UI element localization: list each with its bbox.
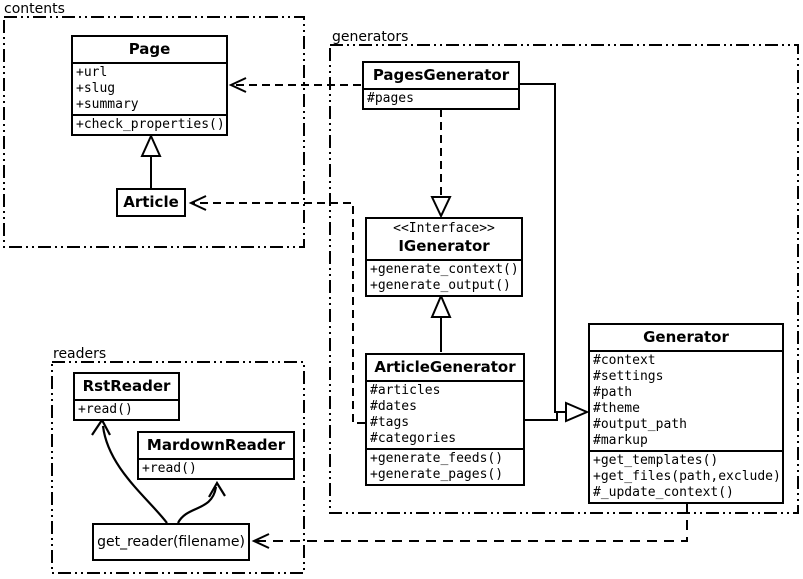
- class-attributes: #pages: [364, 90, 518, 108]
- class-box-generator: Generator #context #settings #path #them…: [588, 323, 784, 504]
- class-method: +get_files(path,exclude): [593, 469, 781, 484]
- readers-package-label: readers: [53, 346, 107, 362]
- class-attribute: #markup: [593, 433, 648, 448]
- class-method: #_update_context(): [593, 485, 734, 500]
- class-methods: +get_templates() +get_files(path,exclude…: [590, 450, 782, 502]
- class-attribute: #theme: [593, 401, 640, 416]
- class-method: +check_properties(): [76, 117, 225, 132]
- class-methods: +generate_context() +generate_output(): [367, 261, 521, 295]
- class-method: +generate_pages(): [370, 467, 504, 482]
- contents-package-label: contents: [4, 1, 65, 17]
- class-method: +read(): [142, 461, 197, 476]
- class-methods: +check_properties(): [73, 114, 226, 134]
- class-title: Page: [73, 37, 226, 64]
- class-title: MardownReader: [139, 433, 293, 460]
- call-getreader-to-mardownreader: [177, 480, 226, 524]
- dependency-generator-to-getreader: [251, 503, 688, 549]
- class-attribute: #output_path: [593, 417, 687, 432]
- dependency-pagesgenerator-to-page: [228, 77, 361, 93]
- dependency-articlegenerator-to-article: [188, 195, 365, 424]
- class-attribute: #dates: [370, 399, 417, 414]
- class-box-pagesgenerator: PagesGenerator #pages: [362, 61, 520, 110]
- class-stereotype: <<Interface>>: [393, 221, 495, 236]
- class-attribute: #categories: [370, 431, 457, 446]
- generalization-generators-to-generator: [520, 83, 590, 423]
- class-attribute: #tags: [370, 415, 410, 430]
- class-methods: +read(): [139, 460, 293, 478]
- function-box-get-reader: get_reader(filename): [92, 523, 250, 561]
- class-methods: +read(): [75, 401, 178, 419]
- generators-package-label: generators: [332, 29, 409, 45]
- class-box-page: Page +url +slug +summary +check_properti…: [71, 35, 228, 136]
- class-title: ArticleGenerator: [367, 355, 523, 382]
- class-box-mardownreader: MardownReader +read(): [137, 431, 295, 480]
- class-attribute: +url: [76, 65, 108, 80]
- class-title: Generator: [590, 325, 782, 352]
- class-box-rstreader: RstReader +read(): [73, 372, 180, 421]
- class-box-articlegenerator: ArticleGenerator #articles #dates #tags …: [365, 353, 525, 486]
- class-attribute: #context: [593, 353, 656, 368]
- class-title: RstReader: [75, 374, 178, 401]
- class-title: PagesGenerator: [364, 63, 518, 90]
- class-attribute: #pages: [367, 91, 414, 106]
- class-methods: +generate_feeds() +generate_pages(): [367, 448, 523, 484]
- class-attributes: +url +slug +summary: [73, 64, 226, 114]
- generalization-article-to-page: [140, 133, 162, 188]
- class-title: IGenerator: [398, 237, 490, 255]
- class-attribute: #path: [593, 385, 633, 400]
- class-attributes: #context #settings #path #theme #output_…: [590, 352, 782, 450]
- class-header: <<Interface>> IGenerator: [367, 219, 521, 261]
- class-method: +generate_context(): [370, 262, 519, 277]
- class-method: +read(): [78, 402, 133, 417]
- class-attribute: +slug: [76, 81, 116, 96]
- class-attribute: +summary: [76, 97, 139, 112]
- function-label: get_reader(filename): [97, 534, 245, 550]
- class-method: +generate_output(): [370, 278, 511, 293]
- class-attributes: #articles #dates #tags #categories: [367, 382, 523, 448]
- generalization-articlegenerator-to-igenerator: [430, 293, 452, 352]
- class-method: +get_templates(): [593, 453, 719, 468]
- class-attribute: #settings: [593, 369, 664, 384]
- class-title: Article: [123, 193, 179, 211]
- class-method: +generate_feeds(): [370, 451, 504, 466]
- class-box-article: Article: [116, 188, 186, 217]
- class-attribute: #articles: [370, 383, 441, 398]
- class-box-igenerator: <<Interface>> IGenerator +generate_conte…: [365, 217, 523, 297]
- realization-pagesgenerator-to-igenerator: [430, 109, 452, 219]
